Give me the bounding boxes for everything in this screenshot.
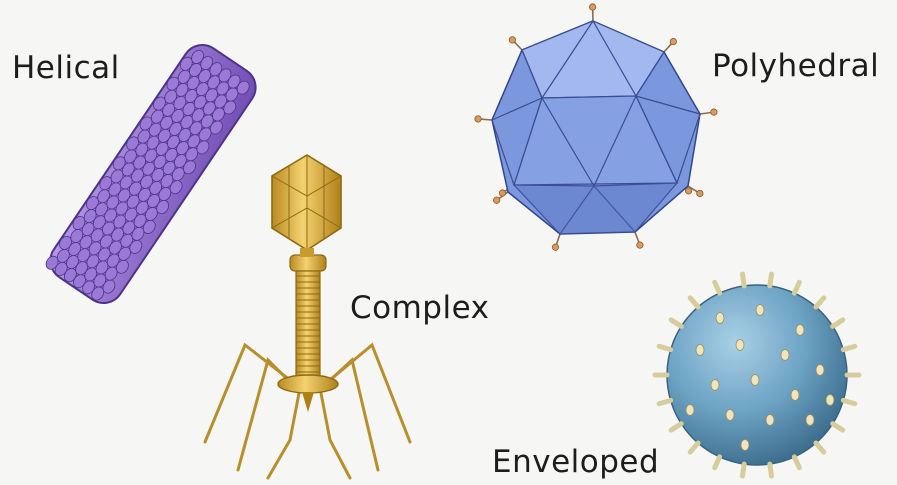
helical-label: Helical	[12, 50, 120, 86]
enveloped-virus	[655, 274, 859, 476]
enveloped-label: Enveloped	[492, 444, 659, 480]
polyhedral-virus	[475, 4, 717, 251]
complex-label: Complex	[350, 290, 489, 326]
polyhedral-label: Polyhedral	[712, 48, 879, 84]
